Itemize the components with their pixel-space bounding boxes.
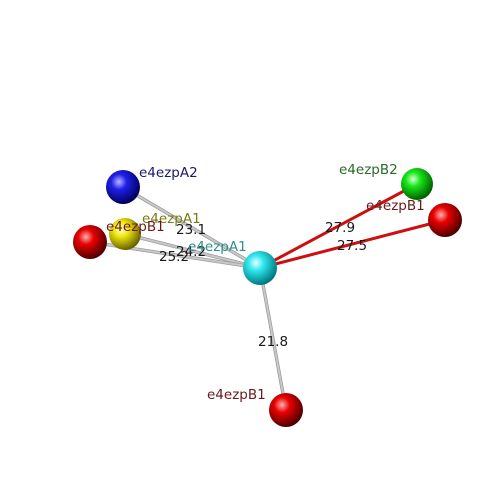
edges-layer	[88, 182, 447, 412]
node-a1y-label: e4ezpA1	[142, 211, 201, 227]
node-a2-label: e4ezpA2	[139, 165, 198, 181]
node-center-sphere	[243, 251, 277, 285]
distance-label-b2: 27.9	[325, 220, 355, 236]
distance-label-b1left: 25.2	[159, 249, 189, 265]
node-b1left-sphere	[73, 225, 107, 259]
edge-b2	[258, 182, 419, 270]
node-b1bot-sphere	[269, 393, 303, 427]
node-b1right-sphere	[428, 203, 462, 237]
nodes-layer	[73, 168, 462, 427]
labels-layer: 23.1 24.225.2 27.9 27.5 21.8 e4ezpA1 e4ezpA2 e4…	[106, 162, 425, 403]
distance-label-b1bot: 21.8	[258, 334, 288, 350]
node-b2-label: e4ezpB2	[339, 162, 398, 178]
node-a1y-sphere	[109, 218, 141, 250]
node-center-label: e4ezpA1	[188, 239, 247, 255]
distance-label-a2: 23.1	[176, 222, 206, 238]
node-b1right-label: e4ezpB1	[366, 198, 425, 214]
distance-label-a1y: 24.2	[176, 244, 206, 260]
node-a2-sphere	[106, 170, 140, 204]
edge-a1y	[124, 233, 261, 269]
node-b1bot-label: e4ezpB1	[207, 387, 266, 403]
edge-b1bot	[259, 267, 287, 411]
distance-label-b1right: 27.5	[337, 238, 367, 254]
edge-a2	[122, 186, 261, 269]
edge-b1right	[258, 218, 447, 270]
node-b2-sphere	[401, 168, 433, 200]
node-b1left-label: e4ezpB1	[106, 219, 165, 235]
